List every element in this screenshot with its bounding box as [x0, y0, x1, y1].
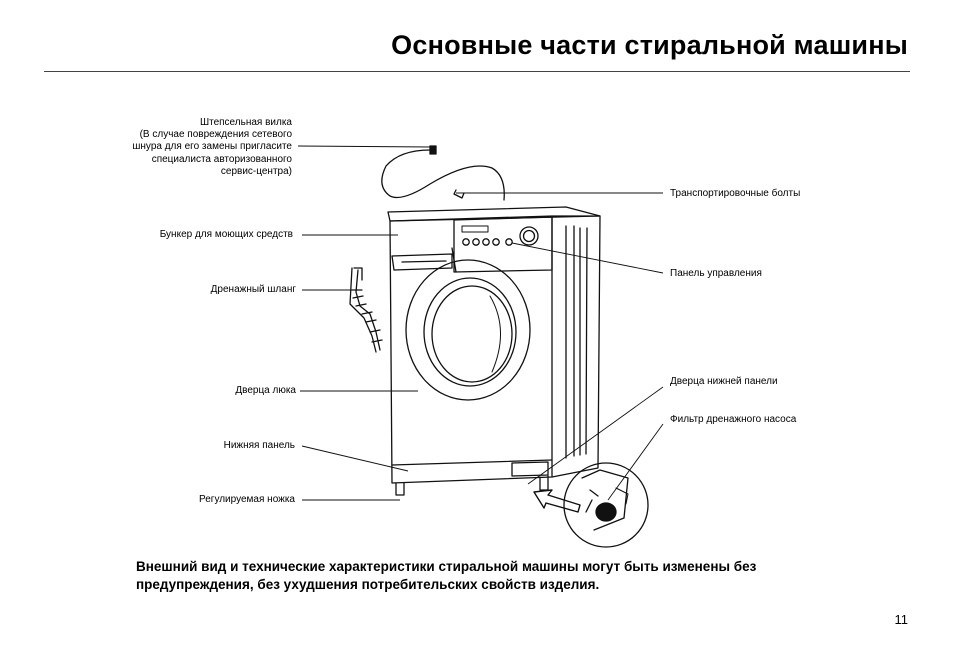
- filter-detail-circle: [563, 462, 649, 548]
- page-title: Основные части стиральной машины: [391, 30, 908, 60]
- leader-control: [511, 242, 664, 274]
- disclaimer-line-2: предупреждения, без ухудшения потребител…: [136, 577, 600, 592]
- disclaimer-line-1: Внешний вид и технические характеристики…: [136, 559, 757, 574]
- page-number: 11: [894, 612, 909, 627]
- label-lower-panel: Нижняя панель: [223, 440, 295, 451]
- label-plug-line: шнура для его замены пригласите: [132, 141, 292, 153]
- lower-panel: [391, 459, 553, 466]
- label-plug-line: (В случае повреждения сетевого: [139, 129, 292, 141]
- leader-filter: [607, 423, 664, 501]
- label-door: Дверца люка: [235, 385, 296, 396]
- door-outer: [405, 259, 531, 401]
- leader-lower-door: [527, 386, 664, 485]
- label-plug: Штепсельная вилка (В случае повреждения …: [132, 117, 292, 178]
- control-panel: [453, 216, 553, 273]
- label-detergent-drawer: Бункер для моющих средств: [159, 229, 293, 240]
- title-divider: [44, 71, 910, 72]
- label-lower-panel-door: Дверца нижней панели: [670, 376, 778, 387]
- drain-hose: [355, 269, 381, 351]
- machine-side: [551, 215, 601, 478]
- arrow-icon: [533, 489, 581, 513]
- disclaimer-note: Внешний вид и технические характеристики…: [136, 558, 756, 594]
- lower-panel-door: [511, 461, 549, 477]
- label-plug-line: специалиста авторизованного: [151, 153, 292, 165]
- label-drain-hose: Дренажный шланг: [210, 284, 296, 295]
- leader-lower-panel: [301, 445, 409, 472]
- label-plug-line: Штепсельная вилка: [199, 117, 292, 128]
- power-cord: [381, 149, 505, 201]
- label-control-panel: Панель управления: [670, 268, 762, 279]
- label-plug-line: сервис-центра): [220, 165, 292, 177]
- door-glass: [423, 277, 517, 387]
- leader-plug: [297, 145, 433, 148]
- detergent-drawer: [391, 253, 453, 271]
- label-adjustable-foot: Регулируемая ножка: [199, 494, 295, 505]
- label-drain-pump-filter: Фильтр дренажного насоса: [670, 414, 797, 425]
- program-knob: [519, 226, 539, 246]
- label-transport-bolts: Транспортировочные болты: [670, 188, 801, 199]
